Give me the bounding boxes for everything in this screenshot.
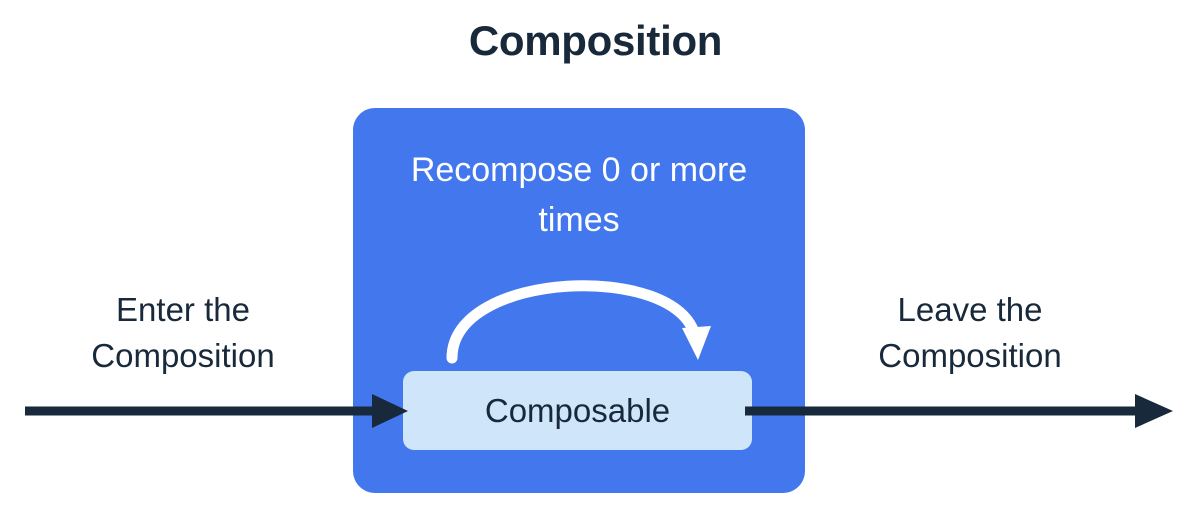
enter-composition-label: Enter the Composition: [91, 291, 275, 374]
composable-node: Composable: [403, 371, 752, 450]
recompose-loop-arrow-icon: [446, 280, 711, 364]
page-title: Composition: [468, 17, 723, 64]
leave-composition-label: Leave the Composition: [878, 291, 1062, 374]
leave-flow-arrow-icon: [745, 394, 1173, 428]
composable-label: Composable: [484, 391, 671, 429]
enter-flow-arrow-icon: [25, 394, 408, 428]
recompose-label: Recompose 0 or more times: [410, 151, 748, 239]
